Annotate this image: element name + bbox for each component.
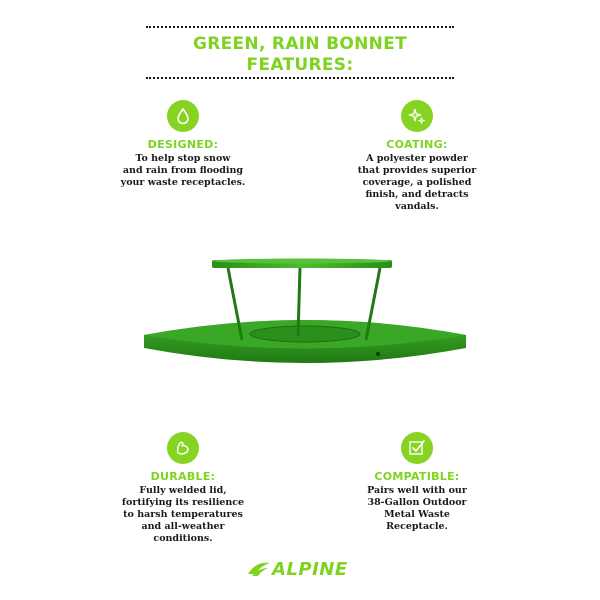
- feature-compatible-heading: COMPATIBLE:: [374, 470, 460, 483]
- feature-compatible-line: Receptacle.: [386, 521, 448, 532]
- feature-compatible-text: Pairs well with our 38-Gallon Outdoor Me…: [332, 485, 502, 533]
- feature-durable: DURABLE: Fully welded lid, fortifying it…: [98, 432, 268, 545]
- feature-durable-line: conditions.: [153, 533, 213, 544]
- feature-durable-line: fortifying its resilience: [121, 497, 245, 508]
- feature-coating-line: vandals.: [395, 201, 439, 212]
- feature-designed-heading: DESIGNED:: [147, 138, 219, 151]
- feature-coating-heading: COATING:: [386, 138, 448, 151]
- feature-coating-text: A polyester powder that provides superio…: [332, 153, 502, 213]
- title-line-2: FEATURES:: [246, 55, 354, 75]
- alpine-swoosh-icon: [248, 562, 270, 576]
- water-drop-icon: [167, 100, 199, 132]
- feature-designed-text: To help stop snow and rain from flooding…: [98, 153, 268, 189]
- feature-durable-heading: DURABLE:: [150, 470, 216, 483]
- flexed-arm-icon: [167, 432, 199, 464]
- feature-durable-line: and all-weather: [141, 521, 225, 532]
- checkbox-icon: [401, 432, 433, 464]
- feature-compatible: COMPATIBLE: Pairs well with our 38-Gallo…: [332, 432, 502, 533]
- feature-compatible-line: 38-Gallon Outdoor: [367, 497, 467, 508]
- top-dotted-rule: [146, 26, 454, 28]
- feature-coating-line: A polyester powder: [366, 153, 468, 164]
- feature-durable-text: Fully welded lid, fortifying its resilie…: [98, 485, 268, 545]
- feature-compatible-line: Pairs well with our: [367, 485, 467, 496]
- sparkle-icon: [401, 100, 433, 132]
- feature-compatible-line: Metal Waste: [384, 509, 450, 520]
- alpine-logo: ALPINE: [246, 558, 348, 580]
- title-line-1: GREEN, RAIN BONNET: [192, 34, 408, 54]
- feature-coating-line: that provides superior: [357, 165, 477, 176]
- alpine-logo-text: ALPINE: [272, 558, 348, 580]
- feature-coating: COATING: A polyester powder that provide…: [332, 100, 502, 213]
- rain-bonnet-product-image: [144, 258, 466, 363]
- feature-designed-line: To help stop snow: [135, 153, 231, 164]
- page-title: GREEN, RAIN BONNET FEATURES:: [0, 34, 600, 76]
- feature-designed-line: and rain from flooding: [122, 165, 244, 176]
- feature-coating-line: finish, and detracts: [365, 189, 469, 200]
- feature-coating-line: coverage, a polished: [362, 177, 472, 188]
- bottom-dotted-rule: [146, 77, 454, 79]
- feature-designed-line: your waste receptacles.: [120, 177, 246, 188]
- feature-designed: DESIGNED: To help stop snow and rain fro…: [98, 100, 268, 189]
- feature-durable-line: to harsh temperatures: [123, 509, 243, 520]
- feature-durable-line: Fully welded lid,: [139, 485, 227, 496]
